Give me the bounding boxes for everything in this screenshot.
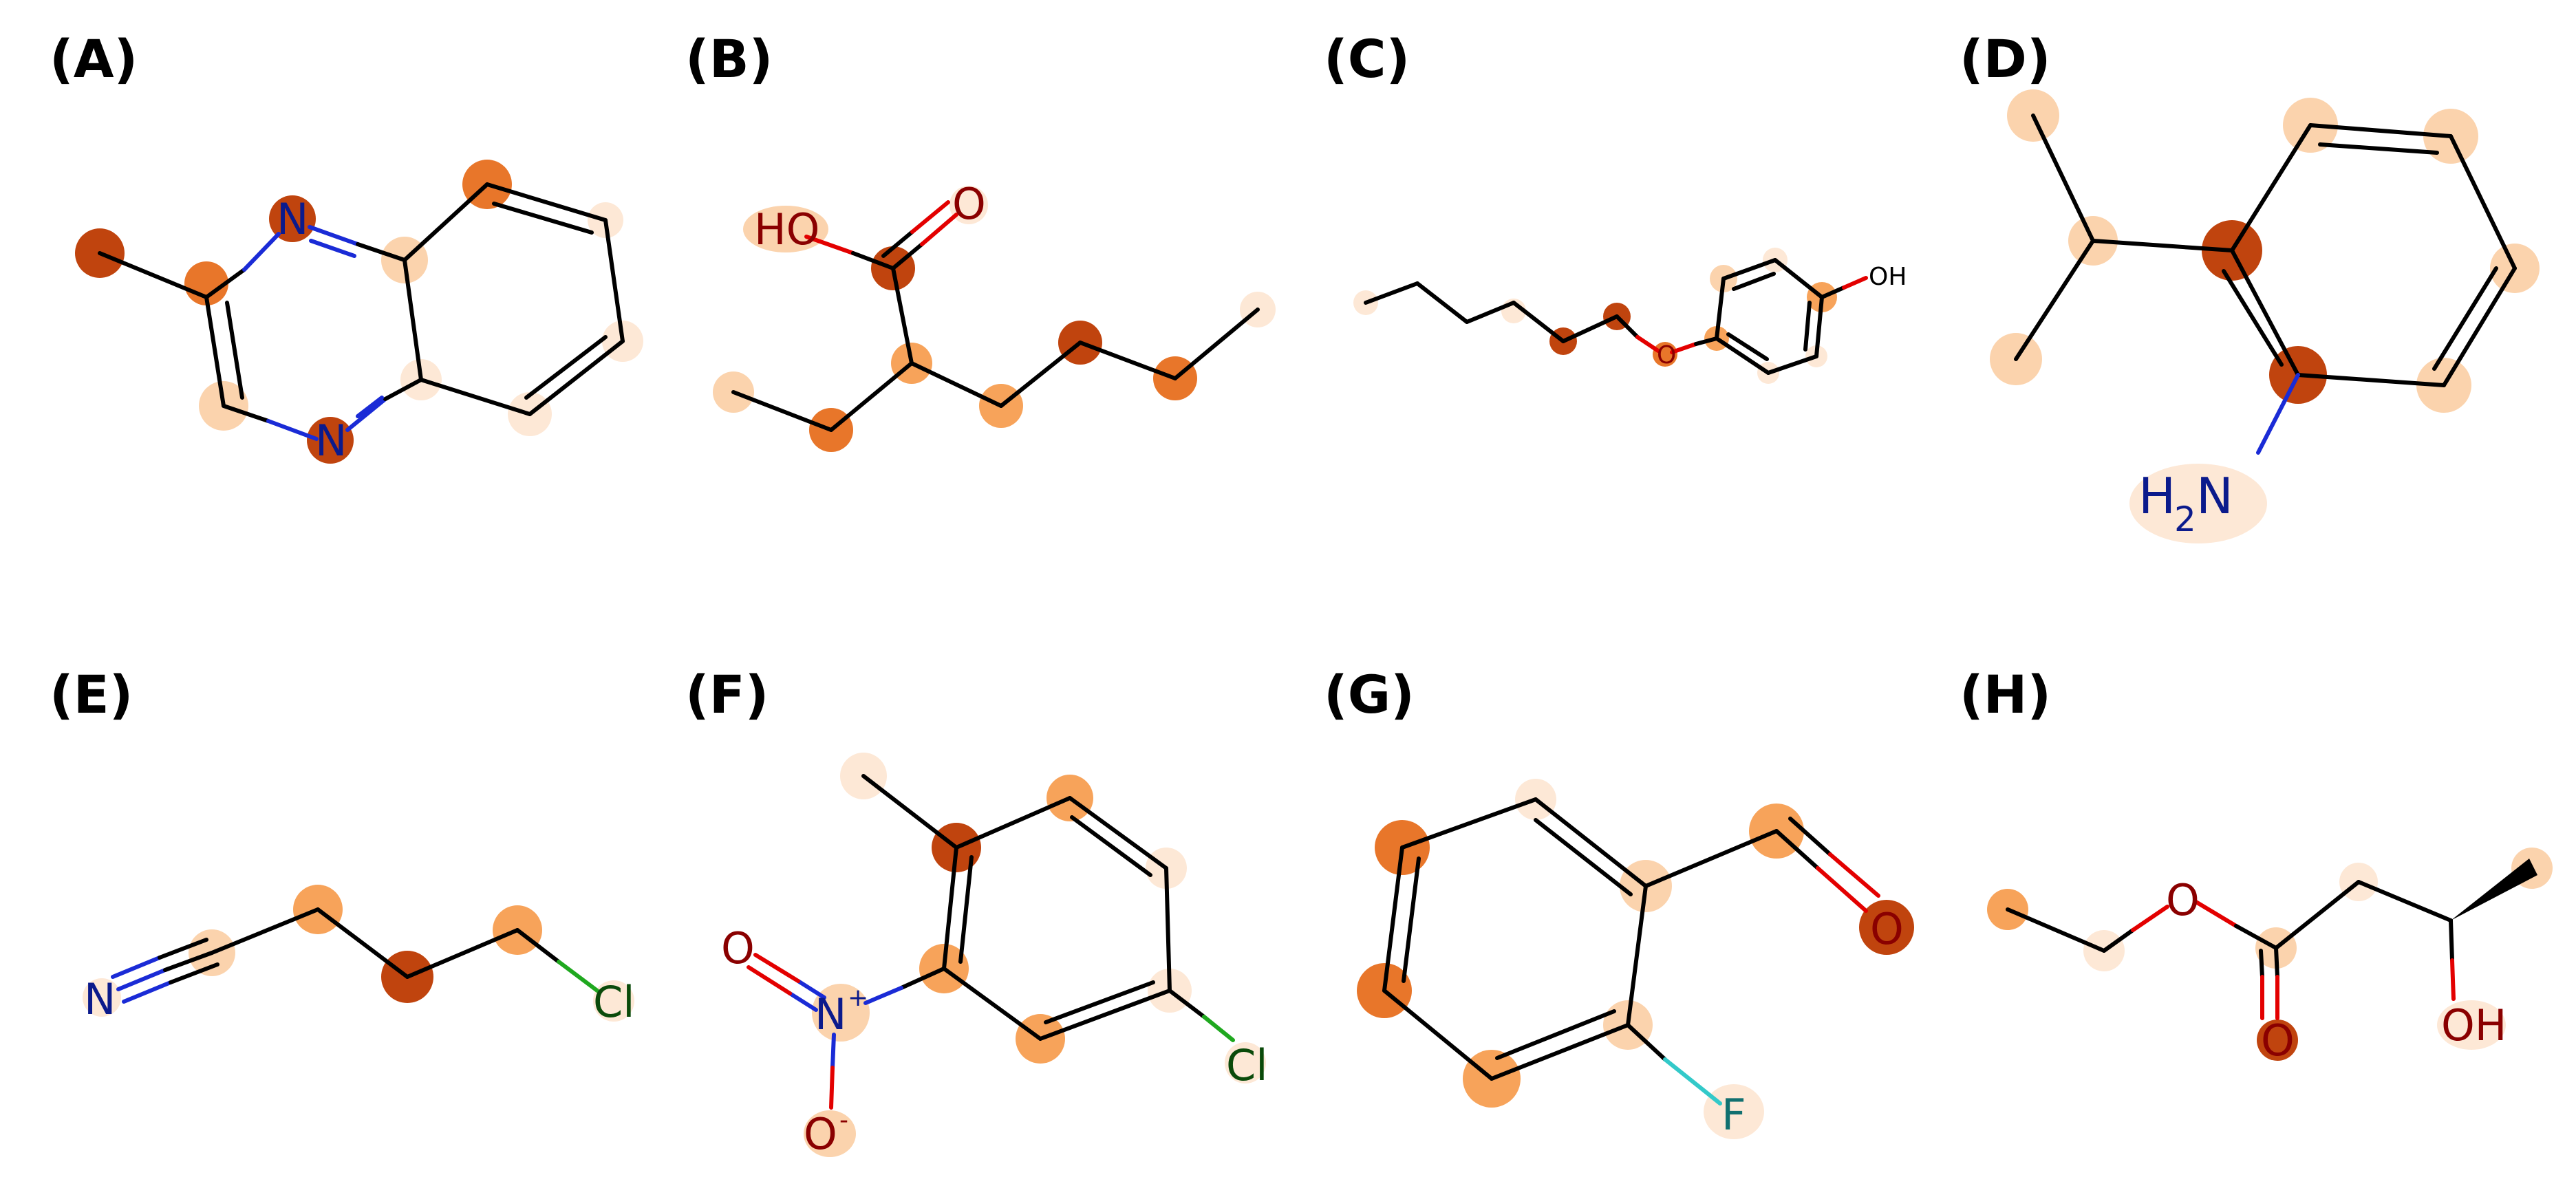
atom-f-g: F [1721,1090,1746,1140]
atom-o2-f: O [804,1109,837,1159]
atom-n-a1: N [277,194,308,244]
atom-nh2-n: N [2196,467,2233,525]
atom-o-carbonyl-h: O [2261,1015,2295,1066]
molecule-a: N N [75,160,643,466]
molecule-g: O F [1357,779,1914,1140]
atom-nplus-f: + [848,984,868,1012]
atom-o-g: O [1870,904,1904,954]
heat-highlights-d [1990,89,2540,543]
atom-oh-c: OH [1869,263,1907,291]
atom-n-f: N [815,989,846,1039]
wedge-bond-h [2451,859,2537,920]
molecule-d: H 2 N [1990,89,2540,543]
panel-label-b: (B) [685,28,773,89]
atom-n-a2: N [315,416,347,466]
molecule-e: N Cl [83,885,635,1027]
heat-highlights-e [83,885,634,1022]
atom-n-e: N [84,974,116,1024]
panel-label-h: (H) [1960,664,2051,725]
molecule-c: O OH [1353,248,1907,384]
panel-label-c: (C) [1324,28,1410,89]
bonds-g [1382,797,1880,1106]
molecule-f: O N + O - Cl [721,753,1268,1159]
atom-nh2-sub: 2 [2174,499,2196,539]
atom-nh2-d: H 2 N [2138,467,2233,539]
atom-o-b: O [952,179,986,229]
atom-ominus-f: - [839,1106,848,1134]
panel-label-d: (D) [1960,28,2051,89]
panel-label-f: (F) [685,664,769,725]
bonds-h [2006,859,2537,1020]
heat-highlights-c [1353,248,1837,384]
atom-nh2-h: H [2138,467,2176,525]
atom-ho-b: HO [754,204,819,255]
panel-label-e: (E) [50,664,133,725]
atom-o-c: O [1657,341,1676,369]
molecule-b: HO O [713,179,1276,452]
atom-cl-e: Cl [593,977,635,1027]
atom-o-ester-h: O [2166,875,2200,925]
molecule-h: O O OH [1987,848,2553,1066]
bonds-c [1364,258,1868,375]
bonds-b [731,200,1260,432]
bonds-d [2014,114,2517,455]
panel-label-a: (A) [50,28,138,89]
atom-cl-f: Cl [1226,1040,1268,1090]
atom-o1-f: O [721,923,755,973]
bonds-e [111,907,599,1004]
atom-oh-h: OH [2441,1000,2507,1050]
bonds-a [98,182,625,441]
panel-label-g: (G) [1324,664,1415,725]
bonds-f [747,774,1235,1110]
